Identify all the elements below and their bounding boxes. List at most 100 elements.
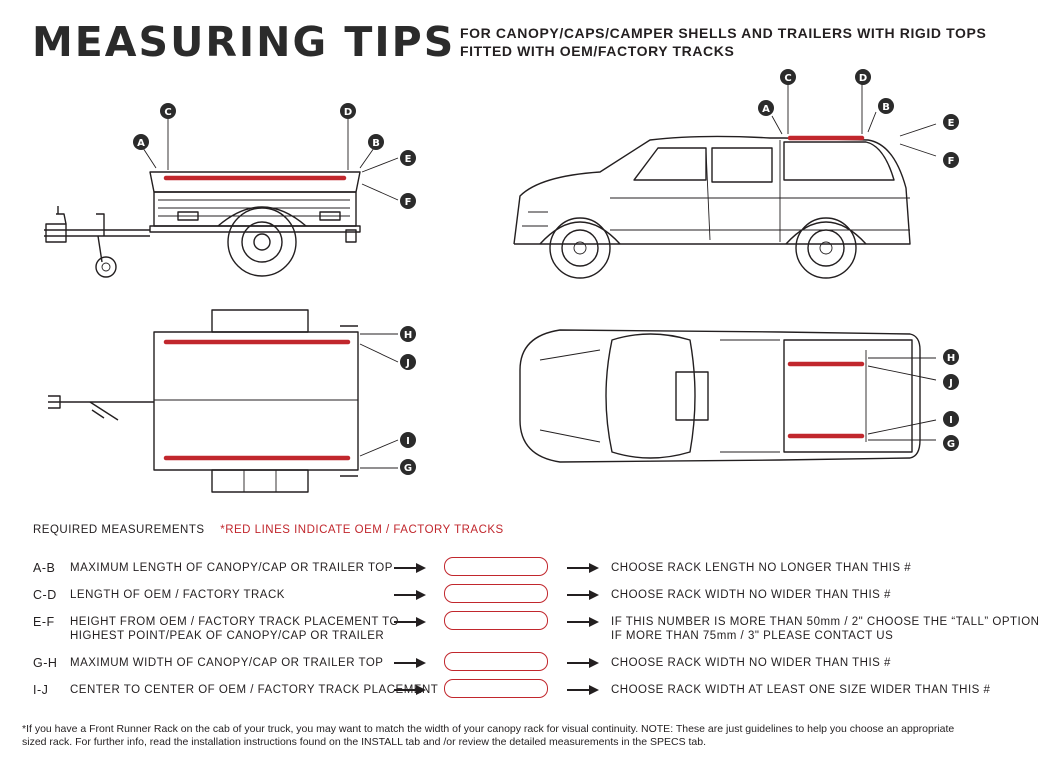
footer-line-2: sized rack. For further info, read the i… [22,736,707,748]
measurement-input-box[interactable] [444,652,548,671]
svg-text:A: A [137,138,145,149]
measurement-row-e-f: E-F HEIGHT FROM OEM / FACTORY TRACK PLAC… [0,611,1039,647]
subtitle-line-2: FITTED WITH OEM/FACTORY TRACKS [460,43,735,59]
measurement-input-box[interactable] [444,584,548,603]
row-description-line-1: HEIGHT FROM OEM / FACTORY TRACK PLACEMEN… [70,616,399,628]
marker-a-trailer: A [133,134,149,150]
svg-text:B: B [882,102,890,113]
marker-c-trailer: C [160,103,176,119]
svg-text:F: F [948,156,955,167]
svg-text:B: B [372,138,380,149]
right-arrow-icon [394,617,426,627]
right-arrow-icon [567,563,599,573]
svg-text:G: G [404,463,412,474]
svg-text:I: I [949,415,953,426]
right-arrow-icon [394,685,426,695]
row-description-line-1: CENTER TO CENTER OF OEM / FACTORY TRACK … [70,684,439,696]
svg-text:C: C [784,73,791,84]
row-instruction-line-1: IF THIS NUMBER IS MORE THAN 50mm / 2" CH… [611,616,1039,628]
diagram-illustrations: .ln { fill: none; stroke: #231f20; strok… [44,69,959,493]
marker-i-truck: I [943,411,959,427]
row-instruction: CHOOSE RACK WIDTH NO WIDER THAN THIS # [611,656,891,670]
svg-text:D: D [859,73,867,84]
row-instruction: CHOOSE RACK WIDTH NO WIDER THAN THIS # [611,588,891,602]
measurement-row-i-j: I-J CENTER TO CENTER OF OEM / FACTORY TR… [0,679,1024,715]
row-instruction-line-2: IF MORE THAN 75mm / 3" PLEASE CONTACT US [611,630,894,642]
svg-text:D: D [344,107,352,118]
svg-text:H: H [947,353,955,364]
trailer-top-markers: H J I G [400,326,416,475]
footer-line-1: *If you have a Front Runner Rack on the … [22,723,955,735]
svg-text:C: C [164,107,171,118]
svg-text:J: J [405,358,410,369]
marker-b-trailer: B [368,134,384,150]
marker-e-truck: E [943,114,959,130]
row-code: G-H [33,656,58,670]
truck-top-view [519,329,937,463]
marker-h-trailer: H [400,326,416,342]
measurement-row-g-h: G-H MAXIMUM WIDTH OF CANOPY/CAP OR TRAIL… [0,652,1024,688]
svg-text:E: E [948,118,955,129]
svg-text:J: J [948,378,953,389]
row-description: HEIGHT FROM OEM / FACTORY TRACK PLACEMEN… [70,615,399,643]
svg-text:E: E [405,154,412,165]
svg-text:I: I [406,436,410,447]
measurement-input-box[interactable] [444,611,548,630]
row-instruction-line-1: CHOOSE RACK WIDTH AT LEAST ONE SIZE WIDE… [611,684,991,696]
marker-a-truck: A [758,100,774,116]
row-instruction: CHOOSE RACK LENGTH NO LONGER THAN THIS # [611,561,911,575]
marker-f-trailer: F [400,193,416,209]
marker-h-truck: H [943,349,959,365]
right-arrow-icon [567,617,599,627]
measurement-input-box[interactable] [444,557,548,576]
row-description: LENGTH OF OEM / FACTORY TRACK [70,588,285,602]
row-instruction: IF THIS NUMBER IS MORE THAN 50mm / 2" CH… [611,615,1039,643]
required-heading-label: REQUIRED MEASUREMENTS [33,524,205,536]
marker-g-truck: G [943,435,959,451]
row-description: MAXIMUM WIDTH OF CANOPY/CAP OR TRAILER T… [70,656,383,670]
page-subtitle: FOR CANOPY/CAPS/CAMPER SHELLS AND TRAILE… [460,24,986,60]
measurement-input-box[interactable] [444,679,548,698]
right-arrow-icon [394,590,426,600]
row-code: C-D [33,588,57,602]
truck-side-markers: A C D B E F [758,69,959,168]
row-description: CENTER TO CENTER OF OEM / FACTORY TRACK … [70,683,438,697]
row-description-line-2: HIGHEST POINT/PEAK OF CANOPY/CAP OR TRAI… [70,630,385,642]
row-instruction: CHOOSE RACK WIDTH AT LEAST ONE SIZE WIDE… [611,683,990,697]
truck-side-view [513,84,937,279]
svg-text:G: G [947,439,955,450]
measurement-row-c-d: C-D LENGTH OF OEM / FACTORY TRACK CHOOSE… [0,584,1024,620]
row-code: I-J [33,683,49,697]
measurement-row-a-b: A-B MAXIMUM LENGTH OF CANOPY/CAP OR TRAI… [0,557,1024,593]
row-code: A-B [33,561,56,575]
marker-j-truck: J [943,374,959,390]
row-instruction-line-1: CHOOSE RACK WIDTH NO WIDER THAN THIS # [611,589,891,601]
svg-text:F: F [405,197,412,208]
red-lines-note: *RED LINES INDICATE OEM / FACTORY TRACKS [220,524,504,536]
marker-g-trailer: G [400,459,416,475]
truck-top-markers: H J I G [943,349,959,451]
row-instruction-line-1: CHOOSE RACK WIDTH NO WIDER THAN THIS # [611,657,891,669]
page-title: MEASURING TIPS [32,18,456,66]
marker-j-trailer: J [400,354,416,370]
right-arrow-icon [394,563,426,573]
marker-i-trailer: I [400,432,416,448]
right-arrow-icon [567,685,599,695]
right-arrow-icon [394,658,426,668]
row-code: E-F [33,615,55,629]
svg-text:H: H [404,330,412,341]
row-description: MAXIMUM LENGTH OF CANOPY/CAP OR TRAILER … [70,561,393,575]
right-arrow-icon [567,658,599,668]
marker-f-truck: F [943,152,959,168]
trailer-top-view [48,309,399,493]
row-instruction-line-1: CHOOSE RACK LENGTH NO LONGER THAN THIS # [611,562,912,574]
marker-b-truck: B [878,98,894,114]
marker-c-truck: C [780,69,796,85]
row-description-line-1: LENGTH OF OEM / FACTORY TRACK [70,589,285,601]
marker-d-truck: D [855,69,871,85]
subtitle-line-1: FOR CANOPY/CAPS/CAMPER SHELLS AND TRAILE… [460,25,987,41]
row-description-line-1: MAXIMUM WIDTH OF CANOPY/CAP OR TRAILER T… [70,657,384,669]
footer-note: *If you have a Front Runner Rack on the … [22,723,1007,749]
trailer-side-markers: A C D B E F [133,103,416,209]
required-measurements-heading: REQUIRED MEASUREMENTS *RED LINES INDICAT… [33,524,504,536]
